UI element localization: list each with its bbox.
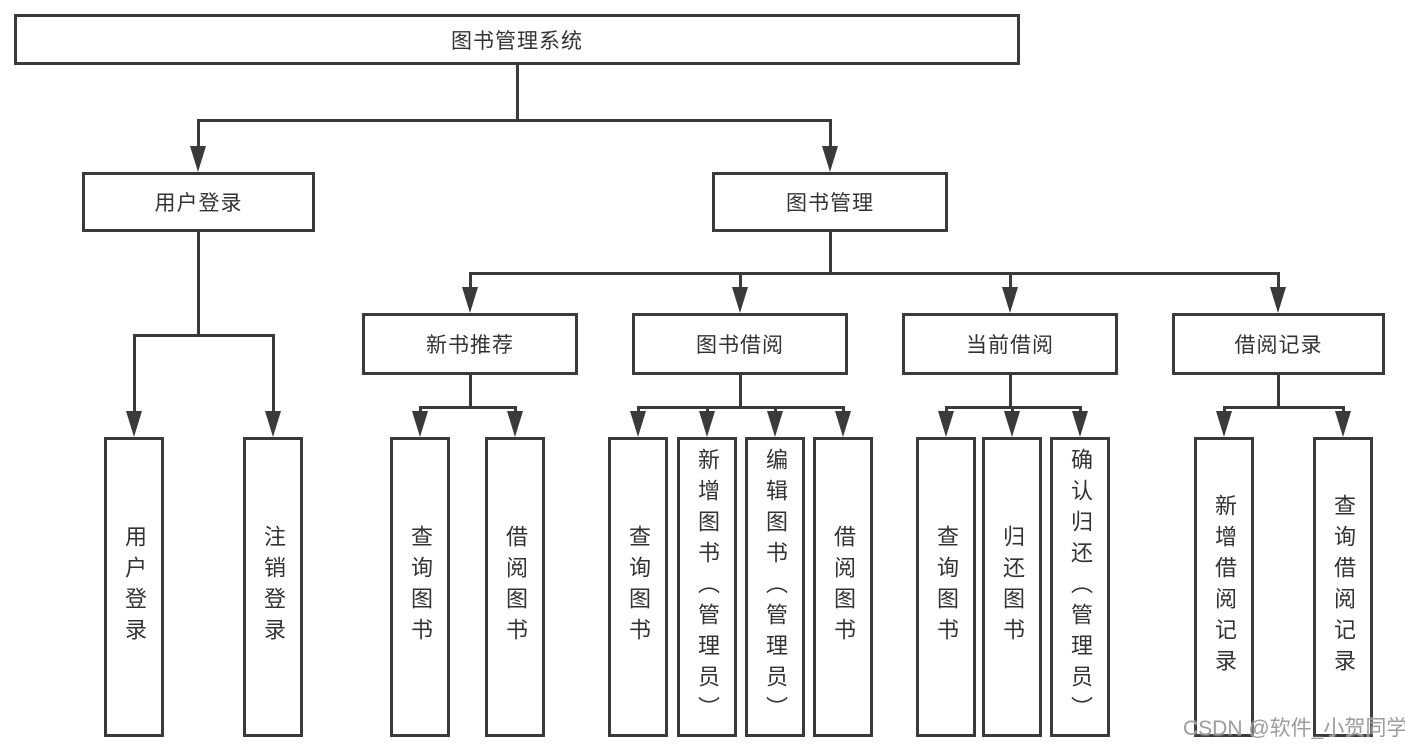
arrow-down-icon (190, 146, 206, 172)
leaf-query-books-recommend: 查询图书 (390, 437, 450, 737)
leaf-logout: 注销登录 (243, 437, 303, 737)
leaf-logout-label: 注销登录 (261, 525, 286, 649)
node-new-book-recommend-label: 新书推荐 (426, 334, 514, 357)
arrow-down-icon (630, 411, 646, 437)
node-user-login: 用户登录 (82, 172, 315, 232)
arrow-down-icon (1004, 411, 1020, 437)
node-book-management-label: 图书管理 (786, 192, 874, 215)
arrow-down-icon (265, 411, 281, 437)
leaf-return-books-label: 归还图书 (1000, 525, 1025, 649)
node-root: 图书管理系统 (14, 14, 1020, 65)
node-new-book-recommend: 新书推荐 (362, 313, 578, 375)
connector-line (132, 333, 275, 337)
connector-line (271, 333, 275, 416)
node-current-borrow-label: 当前借阅 (966, 334, 1054, 357)
connector-line (1008, 375, 1012, 407)
connector-line (828, 232, 832, 273)
leaf-query-books-current-label: 查询图书 (934, 525, 959, 649)
arrow-down-icon (938, 411, 954, 437)
arrow-down-icon (1270, 287, 1286, 313)
connector-line (197, 232, 200, 335)
connector-line (738, 271, 742, 290)
connector-line (828, 118, 832, 149)
leaf-query-borrow-record-label: 查询借阅记录 (1331, 494, 1356, 680)
connector-line (515, 65, 519, 121)
arrow-down-icon (835, 411, 851, 437)
arrow-down-icon (1335, 411, 1351, 437)
node-book-borrow-label: 图书借阅 (696, 334, 784, 357)
connector-line (468, 271, 472, 290)
leaf-add-borrow-record: 新增借阅记录 (1194, 437, 1254, 737)
leaf-query-books-borrow: 查询图书 (608, 437, 668, 737)
arrow-down-icon (507, 411, 523, 437)
connector-line (468, 375, 472, 407)
arrow-down-icon (1002, 287, 1018, 313)
leaf-user-login-label: 用户登录 (122, 525, 147, 649)
connector-line (1276, 271, 1280, 290)
arrow-down-icon (699, 411, 715, 437)
leaf-borrow-books: 借阅图书 (813, 437, 873, 737)
connector-line (132, 333, 136, 416)
leaf-query-books-recommend-label: 查询图书 (408, 525, 433, 649)
leaf-query-books-borrow-label: 查询图书 (626, 525, 651, 649)
connector-line (1276, 375, 1280, 407)
arrow-down-icon (732, 287, 748, 313)
arrow-down-icon (412, 411, 428, 437)
connector-line (1008, 271, 1012, 290)
csdn-watermark: CSDN @软件_小贺同学 (1183, 717, 1405, 740)
arrow-down-icon (1216, 411, 1232, 437)
arrow-down-icon (767, 411, 783, 437)
connector-line (196, 118, 200, 149)
node-root-label: 图书管理系统 (451, 29, 583, 53)
leaf-query-borrow-record: 查询借阅记录 (1313, 437, 1373, 737)
leaf-add-books-admin: 新增图书（管理员） (677, 437, 737, 737)
connector-line (418, 405, 517, 409)
connector-line (738, 375, 742, 407)
leaf-return-books: 归还图书 (982, 437, 1042, 737)
leaf-borrow-books-label: 借阅图书 (831, 525, 856, 649)
leaf-edit-books-admin-label: 编辑图书（管理员） (763, 447, 788, 727)
node-borrow-record-label: 借阅记录 (1234, 334, 1323, 357)
arrow-down-icon (1072, 411, 1088, 437)
leaf-borrow-books-recommend-label: 借阅图书 (503, 525, 528, 649)
leaf-borrow-books-recommend: 借阅图书 (485, 437, 545, 737)
node-user-login-label: 用户登录 (154, 192, 243, 215)
node-current-borrow: 当前借阅 (902, 313, 1118, 375)
arrow-down-icon (462, 287, 478, 313)
connector-line (196, 118, 832, 122)
connector-line (636, 405, 845, 409)
arrow-down-icon (126, 411, 142, 437)
leaf-add-borrow-record-label: 新增借阅记录 (1212, 494, 1237, 680)
leaf-edit-books-admin: 编辑图书（管理员） (745, 437, 805, 737)
node-borrow-record: 借阅记录 (1172, 313, 1385, 375)
leaf-confirm-return-admin-label: 确认归还（管理员） (1068, 447, 1093, 727)
connector-line (1222, 405, 1345, 409)
arrow-down-icon (822, 146, 838, 172)
leaf-confirm-return-admin: 确认归还（管理员） (1050, 437, 1110, 737)
connector-line (468, 271, 1280, 275)
node-book-borrow: 图书借阅 (632, 313, 848, 375)
leaf-add-books-admin-label: 新增图书（管理员） (695, 447, 720, 727)
leaf-query-books-current: 查询图书 (916, 437, 976, 737)
node-book-management: 图书管理 (712, 172, 948, 232)
leaf-user-login: 用户登录 (104, 437, 164, 737)
